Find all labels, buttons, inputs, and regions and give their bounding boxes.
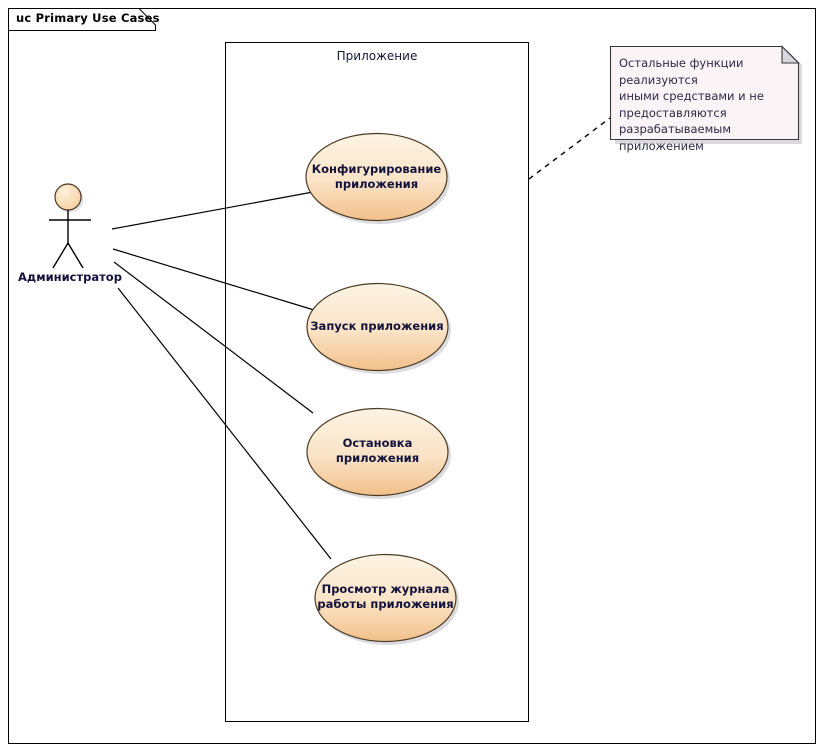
use-case-ellipse <box>305 132 448 222</box>
diagram-title: uc Primary Use Cases <box>16 11 160 25</box>
use-case-ellipse <box>306 282 449 372</box>
note-text: Остальные функции реализуются иными сред… <box>619 55 797 154</box>
use-case-ellipse <box>314 553 457 643</box>
note-line-2: иными средствами и не <box>619 89 764 103</box>
actor-head <box>54 183 82 211</box>
diagram-frame-tab <box>8 8 156 31</box>
actor-administrator[interactable] <box>40 180 110 270</box>
note-body <box>609 45 800 141</box>
use-case-start[interactable]: Запуск приложения <box>306 282 451 374</box>
note-fold-icon <box>781 45 800 64</box>
note-line-4: разрабатываемым приложением <box>619 122 732 153</box>
actor-label: Администратор <box>18 270 122 284</box>
actor-leg-right <box>67 242 84 269</box>
system-boundary-label: Приложение <box>336 49 418 63</box>
actor-leg-left <box>52 242 69 269</box>
use-case-view-log[interactable]: Просмотр журнала работы приложения <box>314 553 459 645</box>
use-case-configure[interactable]: Конфигурирование приложения <box>305 132 450 224</box>
diagram-frame <box>8 8 816 744</box>
use-case-ellipse <box>306 407 449 497</box>
note-line-1: Остальные функции реализуются <box>619 56 744 87</box>
use-case-stop[interactable]: Остановка приложения <box>306 407 451 499</box>
note-line-3: предоставляются <box>619 105 727 120</box>
note-comment[interactable]: Остальные функции реализуются иными сред… <box>609 45 802 153</box>
